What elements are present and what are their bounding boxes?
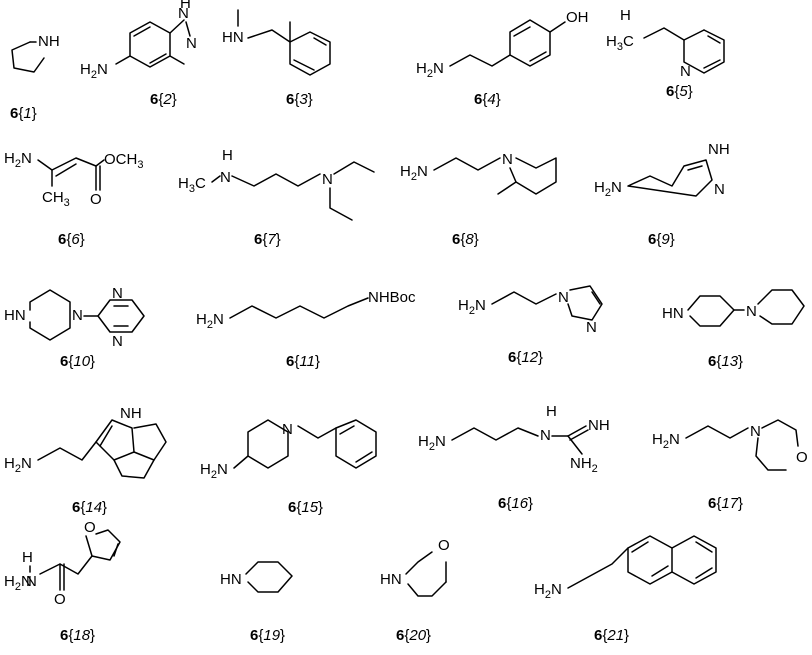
compound-label-6-6: 6{6}: [58, 231, 85, 248]
compound-label-6-15: 6{15}: [288, 499, 323, 516]
atom-o: O: [84, 519, 96, 536]
compound-6-9-structure: H2N NH N: [594, 141, 730, 199]
atom-pyridine-n: N: [680, 63, 691, 80]
compound-6-14-structure: H2N NH: [4, 405, 167, 479]
compound-6-7-structure: H H3C N N: [178, 147, 375, 221]
atom-n: N: [322, 171, 333, 188]
compound-label-6-11: 6{11}: [286, 353, 320, 370]
compound-label-6-13: 6{13}: [708, 353, 743, 370]
atom-h2n: H2N: [418, 433, 446, 453]
atom-h2n: H2N: [4, 455, 32, 475]
atom-o: O: [796, 449, 808, 466]
atom-h2n: H2N: [200, 461, 228, 481]
atom-h: H: [620, 7, 631, 24]
atom-n: N: [540, 427, 551, 444]
compound-label-6-21: 6{21}: [594, 627, 629, 644]
compound-6-1-structure: NH: [11, 33, 60, 73]
compound-6-3-structure: HN: [222, 9, 331, 76]
atom-n: N: [502, 151, 513, 168]
atom-hn: HN: [220, 571, 242, 588]
compound-6-17-structure: H2N N O: [652, 419, 808, 471]
compound-6-6-structure: H2N CH3 O OCH3: [4, 150, 143, 209]
atom-n: N: [714, 181, 725, 198]
atom-hn: HN: [4, 307, 26, 324]
compound-6-15-structure: H2N N: [200, 419, 377, 481]
atom-h2n: H2N: [400, 163, 428, 183]
compound-6-2-structure: N H N H2N: [80, 0, 197, 81]
compound-6-16-structure: H2N N H NH NH2: [418, 403, 610, 475]
atom-nh: NH: [120, 405, 142, 422]
atom-ch3: CH3: [42, 189, 70, 209]
compound-label-6-10: 6{10}: [60, 353, 95, 370]
compound-6-12-structure: H2N N N: [458, 285, 603, 336]
atom-och3: OCH3: [104, 151, 143, 171]
atom-h2n: H2N: [458, 297, 486, 317]
atom-hn: HN: [662, 305, 684, 322]
compound-label-6-14: 6{14}: [72, 499, 107, 516]
atom-h2n: H2N: [4, 573, 32, 593]
compound-label-6-4: 6{4}: [474, 91, 501, 108]
atom-n: N: [26, 573, 37, 590]
compound-6-8-structure: H2N N: [400, 151, 557, 195]
compound-label-6-8: 6{8}: [452, 231, 479, 248]
atom-o: O: [90, 191, 102, 208]
atom-hn: HN: [222, 29, 244, 46]
atom-o: O: [438, 537, 450, 554]
atom-oh: OH: [566, 9, 589, 26]
atom-o: O: [54, 591, 66, 608]
compound-label-6-7: 6{7}: [254, 231, 281, 248]
atom-hn: HN: [380, 571, 402, 588]
compound-label-6-1: 6{1}: [10, 105, 37, 122]
atom-n: N: [72, 307, 83, 324]
atom-nh2: NH2: [570, 455, 598, 475]
atom-h2n: H2N: [534, 581, 562, 601]
compound-6-20-structure: HN O: [380, 537, 450, 597]
compound-6-4-structure: H2N OH: [416, 9, 589, 80]
compound-6-5-structure: H H3C N: [606, 7, 725, 80]
atom-h3c: H3C: [178, 175, 206, 195]
atom-h: H: [222, 147, 233, 164]
atom-nhboc: NHBoc: [368, 289, 416, 306]
compound-label-6-19: 6{19}: [250, 627, 285, 644]
atom-h2n: H2N: [416, 60, 444, 80]
atom-nh: NH: [708, 141, 730, 158]
atom-h2n: H2N: [80, 61, 108, 81]
atom-indazole-h: H: [180, 0, 191, 12]
atom-h2n: H2N: [652, 431, 680, 451]
compound-label-6-5: 6{5}: [666, 83, 693, 100]
compound-label-6-16: 6{16}: [498, 495, 533, 512]
compound-label-6-18: 6{18}: [60, 627, 95, 644]
atom-n: N: [750, 423, 761, 440]
atom-n: N: [746, 303, 757, 320]
compound-6-11-structure: H2N NHBoc: [196, 289, 416, 331]
atom-n: N: [586, 319, 597, 336]
atom-n: N: [282, 421, 293, 438]
compound-label-6-17: 6{17}: [708, 495, 743, 512]
atom-h2n: H2N: [4, 150, 32, 170]
atom-h3c: H3C: [606, 33, 634, 53]
atom-n: N: [112, 285, 123, 302]
compound-label-6-9: 6{9}: [648, 231, 675, 248]
compound-label-6-2: 6{2}: [150, 91, 177, 108]
atom-n: N: [220, 169, 231, 186]
atom-nh: NH: [588, 417, 610, 434]
compound-6-13-structure: HN N: [662, 289, 805, 327]
atom-indazole-nh-n: N: [178, 5, 189, 22]
compound-6-10-structure: HN N N N: [4, 285, 145, 350]
compound-6-21-structure: H2N: [534, 535, 717, 601]
atom-n: N: [112, 333, 123, 350]
compound-6-19-structure: HN: [220, 561, 293, 593]
atom-h: H: [22, 549, 33, 566]
atom-h: H: [546, 403, 557, 420]
atom-nh: NH: [38, 33, 60, 50]
atom-h2n: H2N: [594, 179, 622, 199]
compound-6-18-structure: H H2N N O O: [4, 519, 121, 608]
compound-label-6-12: 6{12}: [508, 349, 543, 366]
compound-label-6-20: 6{20}: [396, 627, 431, 644]
atom-indazole-n: N: [186, 35, 197, 52]
atom-h2n: H2N: [196, 311, 224, 331]
compound-label-6-3: 6{3}: [286, 91, 313, 108]
atom-n: N: [558, 289, 569, 306]
